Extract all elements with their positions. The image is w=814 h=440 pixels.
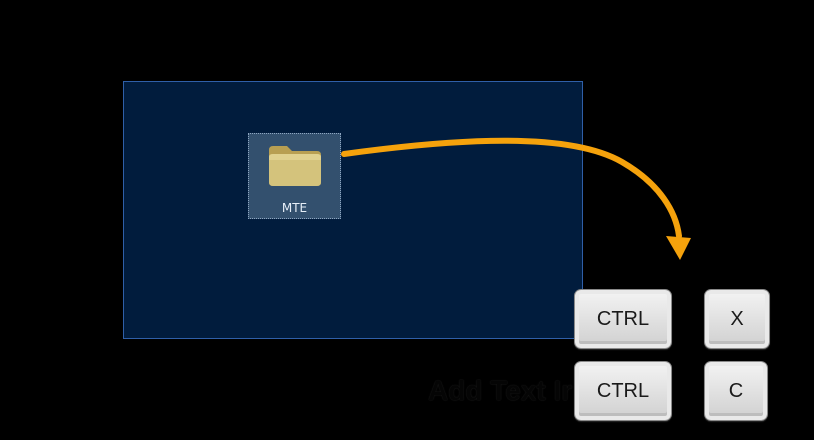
c-key-label: C <box>728 379 744 402</box>
folder-icon <box>269 146 321 186</box>
x-key-label: X <box>730 307 744 330</box>
ctrl-key: CTRL <box>574 361 672 421</box>
ctrl-key-label: CTRL <box>596 379 650 402</box>
ctrl-key-label: CTRL <box>596 307 650 330</box>
c-key: C <box>704 361 768 421</box>
x-key: X <box>704 289 770 349</box>
desktop-area[interactable] <box>123 81 583 339</box>
folder-label: MTE <box>281 201 308 215</box>
caption-text: Add Text Ir <box>428 375 573 406</box>
folder-item[interactable]: MTE <box>248 133 341 219</box>
ctrl-key: CTRL <box>574 289 672 349</box>
